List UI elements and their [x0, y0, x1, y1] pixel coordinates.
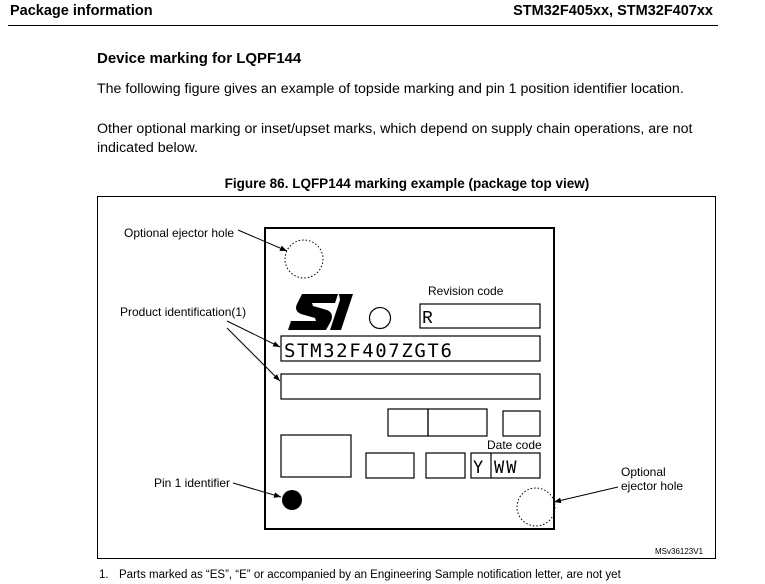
marking-box-a — [387, 408, 429, 437]
section-title: Device marking for LQPF144 — [97, 50, 302, 67]
arrow-product-id-1 — [226, 320, 281, 348]
revision-code-box — [419, 303, 541, 329]
part-number-value: STM32F407ZGT6 — [284, 340, 454, 362]
st-logo-icon — [288, 294, 353, 330]
label-pin1: Pin 1 identifier — [154, 476, 230, 490]
arrow-pin1 — [232, 482, 282, 498]
date-code-week: WW — [494, 458, 518, 478]
label-ejector-bottom-1: Optional — [621, 465, 666, 479]
label-revision-code: Revision code — [428, 284, 504, 298]
orientation-dot-marker — [368, 306, 392, 330]
figure-frame: R STM32F407ZGT6 Y WW Optional ejector ho… — [97, 196, 716, 559]
page-header-right: STM32F405xx, STM32F407xx — [513, 3, 713, 19]
footnote-text: Parts marked as “ES”, “E” or accompanied… — [119, 569, 621, 581]
date-code-box — [470, 452, 541, 479]
arrow-product-id-2 — [226, 327, 281, 382]
label-product-id: Product identification(1) — [120, 305, 246, 319]
arrow-ejector-bottom — [553, 486, 619, 504]
date-code-year: Y — [473, 458, 483, 478]
footnote-number: 1. — [99, 569, 109, 581]
marking-diagram: R STM32F407ZGT6 Y WW Optional ejector ho… — [120, 226, 704, 556]
marking-box-b — [427, 408, 488, 437]
ejector-hole-top — [284, 239, 324, 279]
paragraph-1: The following figure gives an example of… — [97, 81, 684, 97]
header-rule — [8, 25, 718, 26]
page-header-left: Package information — [10, 3, 153, 19]
product-id-box-1 — [280, 335, 541, 362]
label-date-code: Date code — [487, 438, 542, 452]
marking-box-e — [365, 452, 415, 479]
product-id-box-2 — [280, 373, 541, 400]
label-ejector-bottom-2: ejector hole — [621, 479, 683, 493]
marking-box-f — [425, 452, 466, 479]
paragraph-2: Other optional marking or inset/upset ma… — [97, 121, 693, 156]
revision-code-value: R — [422, 309, 433, 329]
marking-box-c — [502, 410, 541, 437]
label-ejector-top: Optional ejector hole — [124, 226, 234, 240]
figure-caption: Figure 86. LQFP144 marking example (pack… — [224, 176, 590, 191]
figure-id: MSv36123V1 — [655, 547, 704, 556]
pin1-identifier-dot — [282, 490, 302, 510]
package-outline — [264, 227, 555, 530]
ejector-hole-bottom — [516, 487, 556, 527]
marking-box-d — [280, 434, 352, 478]
arrow-ejector-top — [237, 229, 288, 252]
